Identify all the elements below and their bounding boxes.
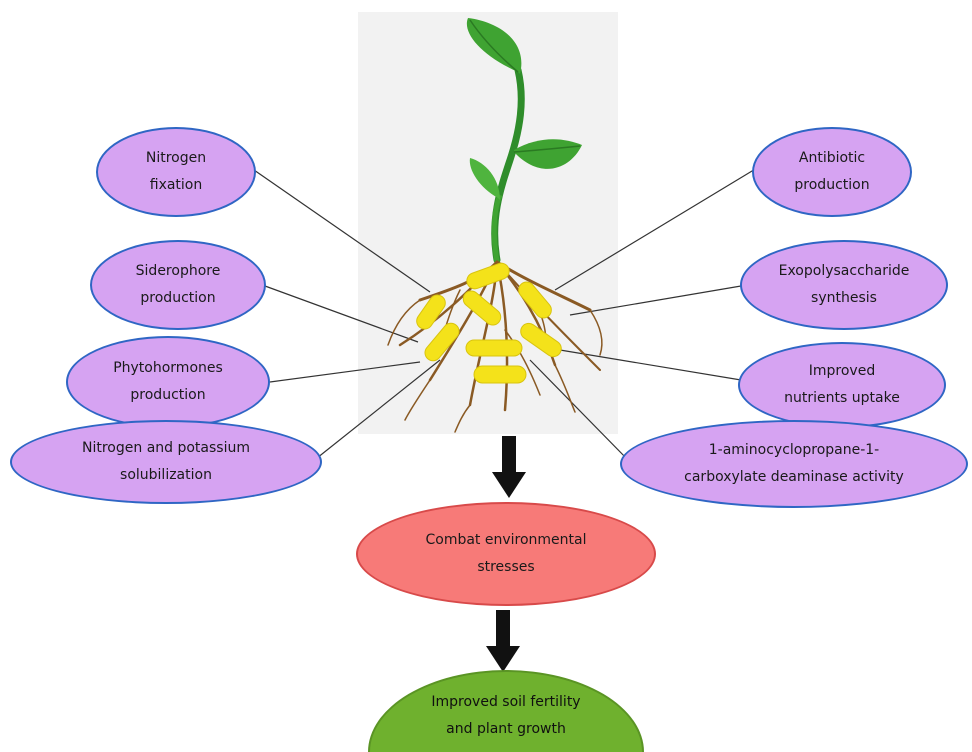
- plant-icon: [466, 18, 582, 264]
- plant-leaf-left: [469, 158, 500, 200]
- node-combat-environmental-stresses: Combat environmental stresses: [356, 502, 656, 606]
- node-label: Improved nutrients uptake: [784, 363, 900, 406]
- connector-exopolysaccharide: [569, 285, 742, 316]
- bacterium: [465, 339, 523, 357]
- node-acc-deaminase-activity: 1-aminocyclopropane-1- carboxylate deami…: [620, 420, 968, 508]
- bacterium: [424, 322, 460, 362]
- node-label: Nitrogen and potassium solubilization: [82, 440, 250, 483]
- node-label: Siderophore production: [135, 263, 221, 306]
- bacterium: [462, 290, 502, 326]
- node-label: Nitrogen fixation: [145, 150, 207, 193]
- node-antibiotic-production: Antibiotic production: [752, 127, 912, 217]
- node-exopolysaccharide-synthesis: Exopolysaccharide synthesis: [740, 240, 948, 330]
- bacterium: [416, 294, 446, 330]
- connector-acc-deaminase: [529, 359, 631, 463]
- connector-nutrients-uptake: [559, 349, 742, 381]
- node-siderophore-production: Siderophore production: [90, 240, 266, 330]
- node-nitrogen-fixation: Nitrogen fixation: [96, 127, 256, 217]
- bacterium: [466, 262, 510, 290]
- node-nk-solubilization: Nitrogen and potassium solubilization: [10, 420, 322, 504]
- node-label: Improved soil fertility and plant growth: [431, 694, 581, 737]
- node-label: Antibiotic production: [794, 150, 870, 193]
- plant-stem-lower: [491, 194, 503, 263]
- node-label: 1-aminocyclopropane-1- carboxylate deami…: [684, 442, 904, 485]
- connector-antibiotic: [554, 167, 758, 291]
- connector-siderophore: [264, 285, 419, 343]
- plant-leaf-top: [466, 18, 522, 74]
- bacterium: [520, 322, 562, 358]
- down-arrow-icon: [492, 436, 526, 498]
- node-label: Phytohormones production: [113, 360, 223, 403]
- connector-nk-solubilization: [311, 359, 441, 463]
- down-arrow-icon: [486, 610, 520, 672]
- node-improved-nutrients-uptake: Improved nutrients uptake: [738, 342, 946, 428]
- plant-illustration-panel: [358, 12, 618, 434]
- plant-stem: [491, 66, 525, 264]
- connector-nitrogen-fixation: [253, 169, 431, 293]
- connector-phytohormones: [269, 361, 421, 383]
- bacteria-cluster: [416, 262, 562, 384]
- node-label: Combat environmental stresses: [425, 532, 587, 575]
- node-phytohormones-production: Phytohormones production: [66, 336, 270, 428]
- bacterium: [473, 365, 527, 384]
- bacterium: [518, 281, 552, 319]
- node-label: Exopolysaccharide synthesis: [778, 263, 910, 306]
- plant-leaf-right: [514, 139, 582, 169]
